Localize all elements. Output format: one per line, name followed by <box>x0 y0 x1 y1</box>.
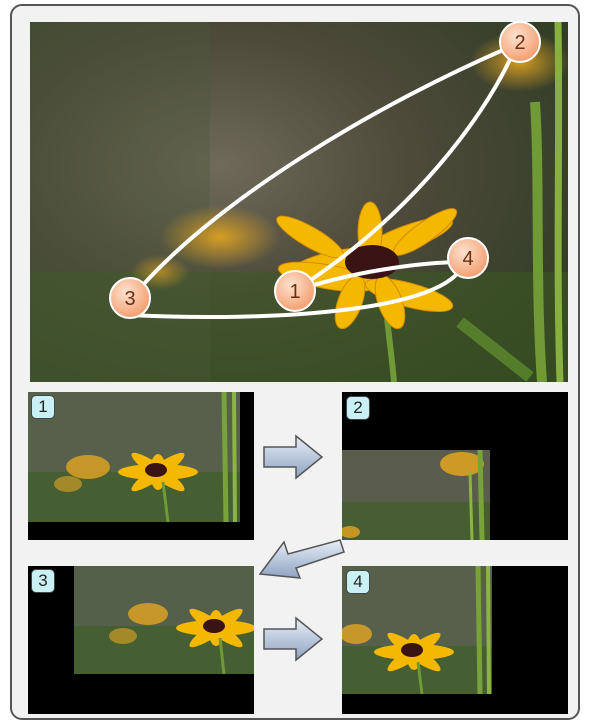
arrow-diagonal-icon <box>256 532 346 587</box>
arrow-right-2-icon <box>262 616 324 667</box>
marker-4: 4 <box>446 236 490 285</box>
frame-3-badge: 3 <box>31 569 55 593</box>
figure-frame: 1 2 3 4 1 <box>10 4 580 720</box>
marker-3-label: 3 <box>124 288 135 310</box>
frame-2-badge: 2 <box>346 396 370 420</box>
frame-3: 3 <box>28 566 254 714</box>
marker-4-label: 4 <box>462 248 473 270</box>
frame-2: 2 <box>342 392 568 540</box>
marker-1: 1 <box>273 269 317 318</box>
marker-2-label: 2 <box>514 32 525 54</box>
marker-1-label: 1 <box>289 281 300 303</box>
marker-2: 2 <box>498 20 542 69</box>
main-photo <box>30 22 568 382</box>
frame-4-badge: 4 <box>346 570 370 594</box>
arrow-right-1-icon <box>262 434 324 485</box>
frame-4: 4 <box>342 566 568 714</box>
marker-3: 3 <box>108 276 152 325</box>
frame-1: 1 <box>28 392 254 540</box>
frame-1-badge: 1 <box>31 395 55 419</box>
